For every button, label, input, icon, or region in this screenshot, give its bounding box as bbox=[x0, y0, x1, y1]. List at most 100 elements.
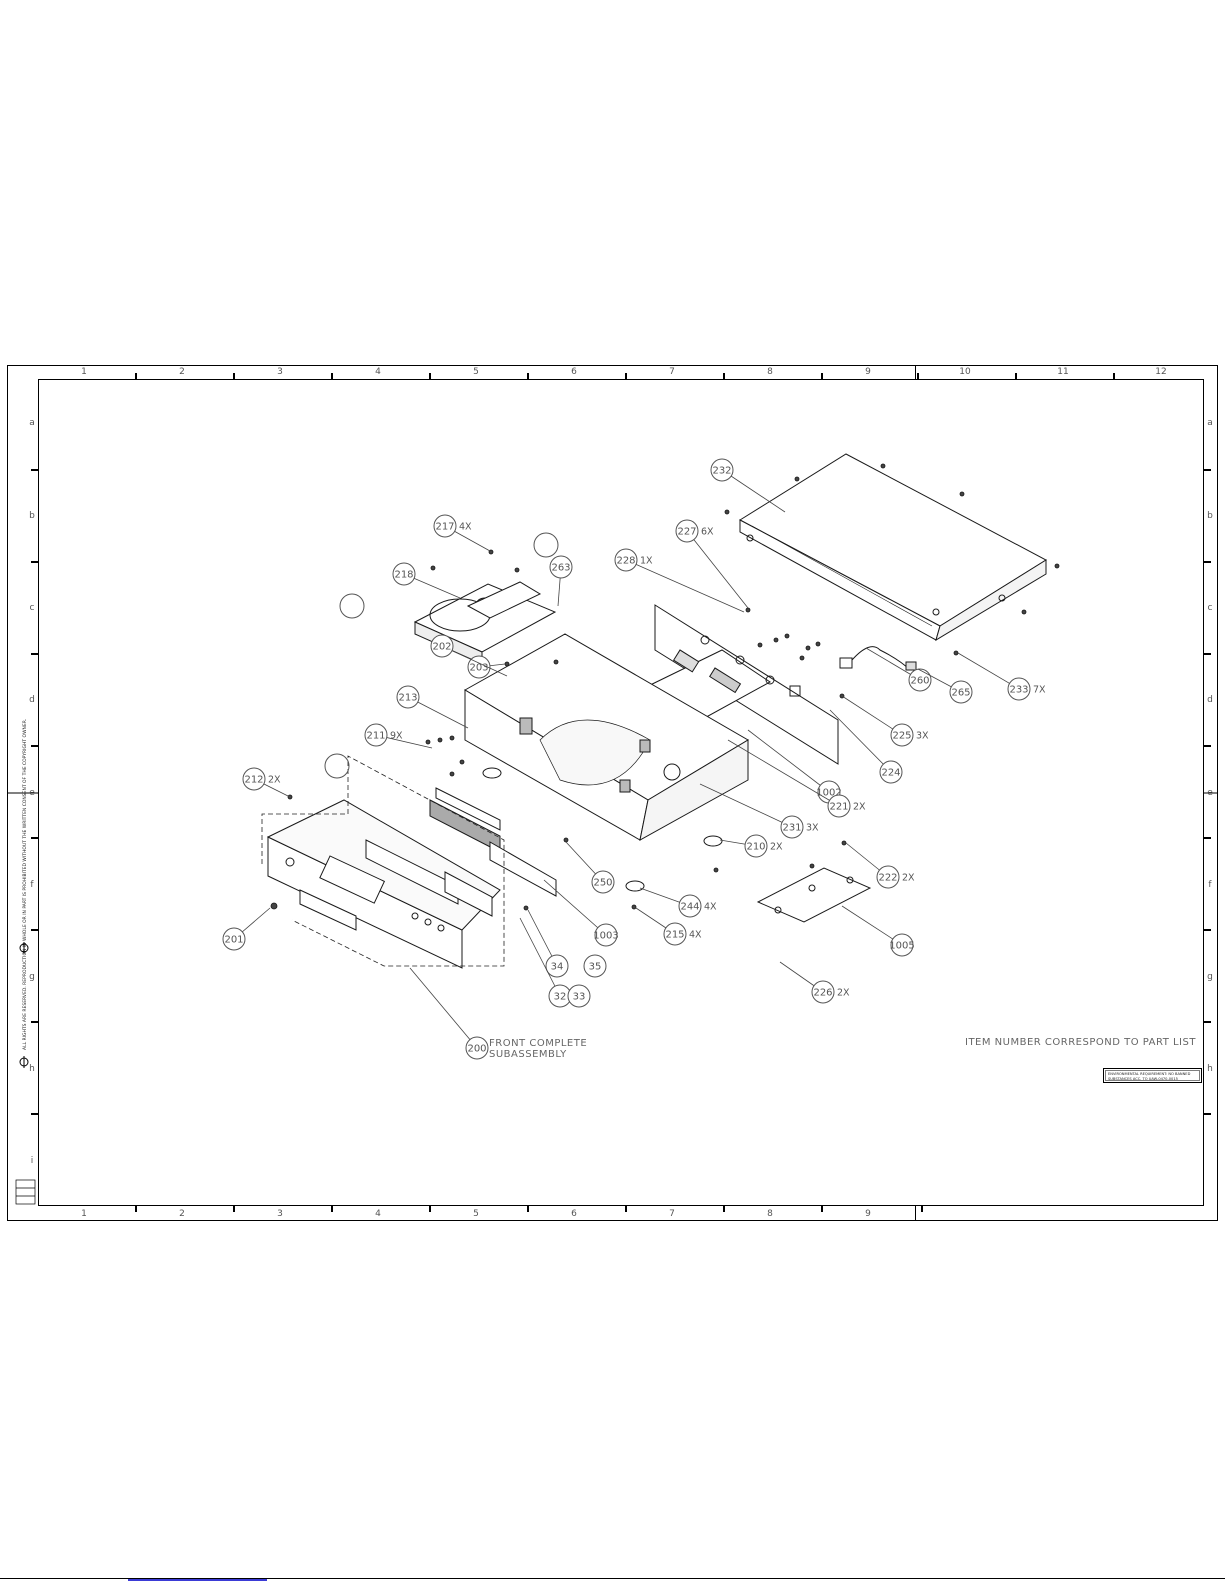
callout-quantity: 2X bbox=[268, 775, 281, 786]
callout-bubble bbox=[876, 865, 900, 889]
grid-row-label: d bbox=[1207, 695, 1213, 705]
callout-number: 203 bbox=[469, 663, 488, 674]
callout-bubble bbox=[583, 954, 607, 978]
callout-number: 35 bbox=[589, 962, 602, 973]
callout-quantity: 2X bbox=[853, 802, 866, 813]
callout-quantity: 4X bbox=[689, 930, 702, 941]
grid-col-label: 9 bbox=[865, 1209, 871, 1219]
callout-number: 225 bbox=[892, 731, 911, 742]
callout-number: 263 bbox=[551, 563, 570, 574]
callout-bubble bbox=[890, 723, 914, 747]
callout-number: 210 bbox=[746, 842, 765, 853]
callout-leader bbox=[841, 905, 903, 946]
callout-number: 233 bbox=[1009, 685, 1028, 696]
grid-row-label: a bbox=[29, 418, 35, 428]
callout-number: 200 bbox=[467, 1044, 486, 1055]
callout-quantity: 7X bbox=[1033, 685, 1046, 696]
grid-col-label: 2 bbox=[179, 367, 185, 377]
callout-203: 203 bbox=[467, 655, 506, 679]
callout-34: 34 bbox=[527, 909, 569, 978]
grid-col-label: 7 bbox=[669, 1209, 675, 1219]
grid-col-label: 9 bbox=[865, 367, 871, 377]
grid-row-label: h bbox=[1207, 1064, 1213, 1074]
callout-number: 244 bbox=[680, 902, 699, 913]
grid-row-label: b bbox=[1207, 511, 1213, 521]
callout-33: 33 bbox=[567, 984, 591, 1008]
callout-263: 263 bbox=[549, 555, 573, 607]
grid-row-label: a bbox=[1207, 418, 1213, 428]
env-box-line2: SUBSTANCES ACC. TO UAW-0470-0015 bbox=[1108, 1077, 1178, 1081]
callout-number: 227 bbox=[677, 527, 696, 538]
callout-bubble bbox=[364, 723, 388, 747]
grid-col-label: 4 bbox=[375, 367, 381, 377]
top-cover-part bbox=[738, 453, 1048, 642]
callout-number: 226 bbox=[813, 988, 832, 999]
callout-bubble bbox=[396, 685, 420, 709]
grid-row-label: b bbox=[29, 511, 35, 521]
callout-250: 250 bbox=[565, 841, 615, 894]
callout-233: 233 7X bbox=[957, 652, 1046, 701]
callout-bubble bbox=[242, 767, 266, 791]
grid-col-label: 3 bbox=[277, 1209, 283, 1219]
callout-bubble bbox=[675, 519, 699, 543]
callout-leader bbox=[721, 469, 786, 513]
grid-col-label: 3 bbox=[277, 367, 283, 377]
callout-leader bbox=[727, 739, 840, 807]
callout-225: 225 3X bbox=[841, 695, 929, 747]
grid-col-label: 6 bbox=[571, 367, 577, 377]
callout-bubble bbox=[430, 634, 454, 658]
grid-col-label: 2 bbox=[179, 1209, 185, 1219]
callout-leader bbox=[686, 530, 749, 609]
callout-bubble bbox=[465, 1036, 489, 1060]
callout-bubble bbox=[594, 923, 618, 947]
callout-number: 222 bbox=[878, 873, 897, 884]
callout-leader bbox=[957, 652, 1020, 690]
callout-224: 224 bbox=[829, 709, 903, 784]
grid-col-label: 7 bbox=[669, 367, 675, 377]
callout-number: 215 bbox=[665, 930, 684, 941]
pcb-1003-part bbox=[444, 841, 557, 917]
callout-bubble bbox=[908, 668, 932, 692]
callout-leader bbox=[543, 879, 607, 936]
callout-200: 200 bbox=[409, 967, 489, 1060]
page-footer-link[interactable] bbox=[128, 1579, 267, 1581]
grid-row-label: e bbox=[29, 788, 35, 798]
callout-35: 35 bbox=[583, 954, 607, 978]
front-complete-label: FRONT COMPLETE bbox=[489, 1038, 587, 1049]
grid-row-label: i bbox=[31, 1156, 34, 1166]
callout-number: 224 bbox=[881, 768, 900, 779]
callout-quantity: 3X bbox=[916, 731, 929, 742]
grid-col-label: 4 bbox=[375, 1209, 381, 1219]
part-list-note: ITEM NUMBER CORRESPOND TO PART LIST bbox=[965, 1037, 1196, 1048]
callout-bubble bbox=[663, 922, 687, 946]
callout-leader bbox=[841, 695, 903, 736]
callout-number: 1003 bbox=[593, 931, 618, 942]
callout-number: 211 bbox=[366, 731, 385, 742]
grid-row-label: c bbox=[1208, 603, 1213, 613]
callout-bubble bbox=[433, 514, 457, 538]
callout-number: 201 bbox=[224, 935, 243, 946]
grid-col-label: 8 bbox=[767, 367, 773, 377]
grid-row-label: g bbox=[1207, 972, 1213, 982]
callout-201: 201 bbox=[222, 907, 271, 951]
callout-212: 212 2X bbox=[242, 767, 291, 798]
grid-row-label: e bbox=[1207, 788, 1213, 798]
callout-215: 215 4X bbox=[635, 907, 702, 946]
callout-bubble bbox=[549, 555, 573, 579]
callout-213: 213 bbox=[396, 685, 469, 729]
chassis-part bbox=[464, 633, 749, 841]
callout-number: 231 bbox=[782, 823, 801, 834]
callout-1003: 1003 bbox=[543, 879, 619, 947]
callout-bubble bbox=[827, 794, 851, 818]
callout-bubble bbox=[710, 458, 734, 482]
callout-number: 212 bbox=[244, 775, 263, 786]
callout-bubble bbox=[545, 954, 569, 978]
grid-row-label: f bbox=[30, 880, 34, 890]
